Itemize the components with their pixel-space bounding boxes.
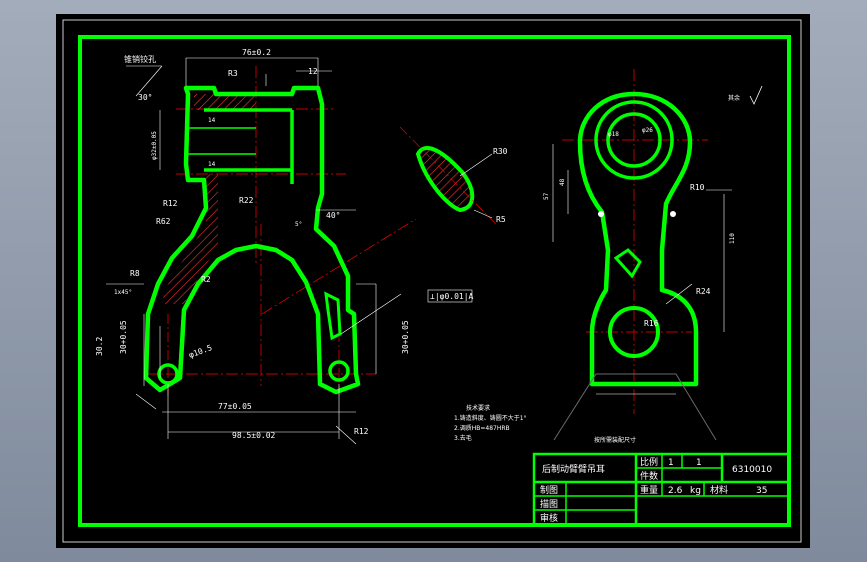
- dim-30-right: 30+0.05: [401, 320, 410, 354]
- cad-drawing-viewport[interactable]: 76±0.2 R3 12 锥销铰孔 30° 14 14 φ32±0.05 R12…: [56, 14, 810, 548]
- dim-top-right: 12: [308, 67, 318, 76]
- dim-14-bottom: 14: [208, 161, 216, 168]
- cad-drawing: 76±0.2 R3 12 锥销铰孔 30° 14 14 φ32±0.05 R12…: [62, 19, 802, 543]
- scale-label: 比例: [640, 456, 658, 468]
- weight-label: 重量: [640, 484, 658, 496]
- scale-value: 1: [668, 458, 674, 468]
- dim-angle-5: 5°: [295, 221, 302, 228]
- dim-chamfer: 1x45°: [114, 289, 132, 296]
- dim-phi-26: φ26: [642, 127, 653, 134]
- dim-angle-40: 40°: [326, 211, 340, 220]
- dim-14-top: 14: [208, 117, 216, 124]
- dim-57: 57: [543, 192, 550, 200]
- weight-value: 2.6: [668, 486, 683, 496]
- scale-sep: 1: [696, 458, 702, 468]
- dim-phi-18: φ18: [608, 131, 619, 138]
- checked-label: 审核: [540, 512, 558, 524]
- tech-req-item: 3.去毛: [454, 434, 472, 442]
- dim-phi-32: φ32±0.05: [151, 131, 158, 160]
- dim-r10: R10: [690, 183, 705, 192]
- dim-30-left: 30+0.05: [119, 320, 128, 354]
- dim-r62: R62: [156, 217, 171, 226]
- tech-req-item: 2.调质HB=487HRB: [454, 424, 510, 432]
- weight-unit: kg: [690, 486, 701, 496]
- dim-r12: R12: [163, 199, 178, 208]
- section-view: R30 R5: [399, 126, 508, 225]
- tech-req-title: 技术要求: [466, 404, 490, 412]
- dim-r12-bottom: R12: [354, 427, 369, 436]
- title-block: 后制动臂臂吊耳 比例 1 1 件数 6310010 重量 2.6 kg 材料 3…: [532, 452, 791, 527]
- dim-top-fillet: R3: [228, 69, 238, 78]
- qty-label: 件数: [640, 470, 658, 482]
- part-name: 后制动臂臂吊耳: [542, 463, 605, 475]
- dim-98-5: 98.5±0.02: [232, 431, 276, 440]
- dim-77: 77±0.05: [218, 402, 252, 411]
- dim-r22: R22: [239, 196, 254, 205]
- drawing-frame: [78, 35, 791, 527]
- dim-phi-105: φ10.5: [188, 343, 214, 360]
- tolerance-text: ⊥|φ0.01|A: [430, 292, 474, 301]
- roughness-symbol: [749, 85, 763, 105]
- dim-r30: R30: [493, 147, 508, 156]
- drawn-label: 制图: [540, 484, 558, 496]
- dim-top-width: 76±0.2: [242, 48, 271, 57]
- front-view: 76±0.2 R3 12 锥销铰孔 30° 14 14 φ32±0.05 R12…: [95, 48, 474, 445]
- dim-110: 110: [729, 233, 736, 244]
- roughness-note: 其余: [728, 94, 740, 102]
- paper-border: [62, 19, 802, 543]
- dim-r24: R24: [696, 287, 711, 296]
- material-value: 35: [756, 486, 767, 496]
- base-note: 按所需装配尺寸: [594, 436, 636, 444]
- tolerance-frame: [427, 289, 473, 303]
- material-label: 材料: [710, 484, 728, 496]
- side-view: φ18 φ26 R10 57 48 110 R24 R16 按所需装配尺寸 其余: [543, 69, 763, 444]
- dim-left-angle: 30°: [138, 93, 152, 102]
- dim-r5: R5: [496, 215, 506, 224]
- tech-requirements: 技术要求 1.铸造斜度、铸圆不大于1° 2.调质HB=487HRB 3.去毛: [454, 404, 527, 442]
- drawing-number: 6310010: [732, 465, 772, 475]
- designed-label: 描图: [540, 498, 558, 510]
- tech-req-item: 1.铸造斜度、铸圆不大于1°: [454, 414, 527, 422]
- dim-r8: R8: [130, 269, 140, 278]
- dim-left-note: 锥销铰孔: [124, 54, 156, 64]
- dim-48: 48: [559, 178, 566, 186]
- dim-r16: R16: [644, 319, 659, 328]
- dim-r2: R2: [201, 275, 211, 284]
- dim-30-2: 30.2: [95, 337, 104, 356]
